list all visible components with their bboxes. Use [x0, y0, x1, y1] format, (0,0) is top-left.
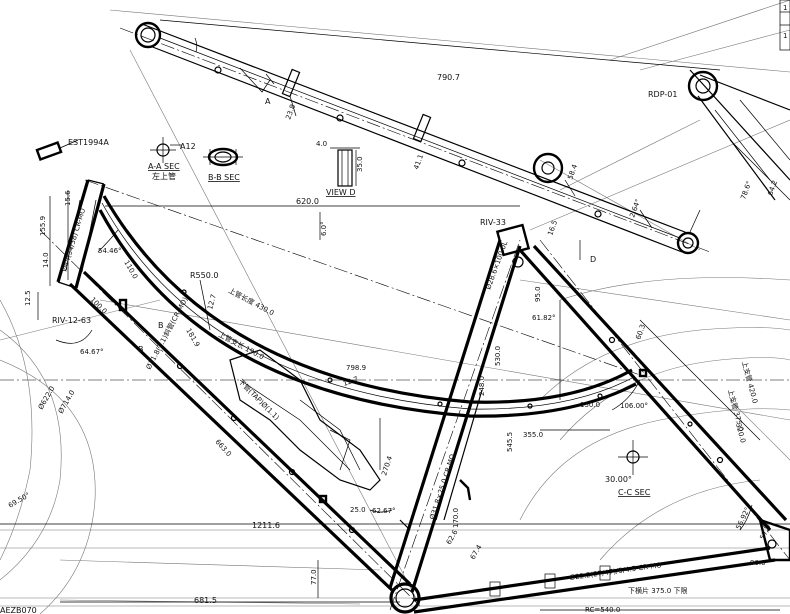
- dim-67-4: 67.4: [469, 543, 484, 561]
- dim-420: 上支管 420.0: [740, 360, 760, 404]
- dim-78-6: 78.6°: [739, 180, 753, 201]
- dim-bottom-frag: AEZB070: [0, 606, 37, 614]
- label-a12: A12: [180, 142, 196, 151]
- dim-355: 355.0: [523, 431, 543, 439]
- dim-62-67: 62.67°: [372, 507, 396, 515]
- dim-170: 170.0: [452, 508, 460, 528]
- dim-12-7: 12.7: [206, 293, 218, 310]
- dim-540: RC=540.0: [585, 606, 620, 614]
- dim-56-92: 56.92°: [735, 506, 752, 531]
- dim-1211-6: 1211.6: [252, 521, 280, 530]
- label-sec-a: A: [265, 97, 271, 106]
- dim-12-5: 12.5: [24, 290, 32, 306]
- dim-12-7b: 12.7: [342, 375, 359, 388]
- dim-106: 106.00°: [620, 402, 648, 410]
- dim-64-2: 64.2: [766, 179, 779, 196]
- main-frame: [56, 179, 790, 614]
- dim-90: 90.0: [750, 559, 766, 567]
- dim-248: 248.0: [478, 376, 486, 396]
- dim-chain-len: 下横片 375.0 下限: [628, 586, 688, 595]
- label-sec-b1: B: [158, 321, 164, 330]
- label-bb-sec: B-B SEC: [208, 173, 240, 182]
- detail-view-d: [330, 147, 360, 187]
- dim-622: Ø622.0: [37, 385, 57, 411]
- dimension-lines: [0, 19, 790, 611]
- wheel-arcs: [0, 277, 790, 614]
- est-tag: [35, 139, 79, 161]
- dim-270-4: 270.4: [380, 455, 394, 477]
- dim-110: 110.0: [122, 259, 139, 280]
- dim-down-tube-label: Ø31.8(1.1)斜管(CR-MO): [144, 295, 190, 371]
- dim-798-9: 798.9: [346, 364, 366, 372]
- dim-681-5: 681.5: [194, 596, 217, 605]
- label-corner-b: 1: [783, 32, 787, 40]
- label-view-d-mark: D: [590, 255, 596, 264]
- dim-663: 663.0: [214, 438, 233, 458]
- label-cc-angle: 30.00°: [605, 475, 632, 484]
- detail-bb: [203, 147, 243, 167]
- dim-58-4: 58.4: [566, 163, 579, 181]
- dim-320: 320.0: [734, 422, 747, 443]
- dim-95: 95.0: [534, 286, 542, 302]
- label-view-d-a: 4.0: [316, 140, 327, 148]
- label-corner-a: 1: [783, 4, 787, 12]
- dim-77: 77.0: [310, 569, 318, 585]
- label-est: EST1994A: [68, 138, 109, 147]
- dim-150: 150.0: [580, 401, 600, 409]
- label-riv33: RIV-33: [480, 218, 506, 227]
- dim-714: Ø714.0: [57, 389, 77, 415]
- dim-61-82: 61.82°: [532, 314, 556, 322]
- dim-545-5: 545.5: [506, 432, 514, 452]
- dim-23-8: 23.8: [284, 103, 297, 120]
- dim-25: 25.0: [350, 506, 366, 514]
- dim-15-6: 15.6: [64, 190, 72, 206]
- label-cc-sec: C-C SEC: [618, 488, 651, 497]
- label-aa-sec: A-A SEC: [148, 162, 180, 171]
- dim-790-7: 790.7: [437, 73, 460, 82]
- label-sec-b2: B: [138, 345, 144, 354]
- dim-620: 620.0: [296, 197, 319, 206]
- dim-69-5: 69.50°: [7, 491, 31, 510]
- label-riv1263: RIV-12-63: [52, 316, 91, 325]
- label-view-d-b: 35.0: [356, 156, 364, 172]
- dim-155: 155.9: [39, 216, 47, 236]
- detail-aa: [150, 137, 182, 163]
- dim-530: 530.0: [494, 346, 502, 366]
- dim-41-1: 41.1: [412, 153, 425, 170]
- dim-181-9: 181.9: [184, 327, 201, 348]
- top-tube-detail: [119, 21, 711, 255]
- label-rdp: RDP-01: [648, 90, 677, 99]
- dim-54-46: 54.46°: [98, 247, 122, 255]
- detail-cc: [618, 440, 648, 475]
- label-view-d: VIEW D: [326, 188, 356, 197]
- dim-6: 6.0°: [320, 221, 328, 236]
- dim-60-3: 60.3: [634, 323, 647, 340]
- head-tube-right-detail: [687, 0, 790, 201]
- dim-64-67: 64.67°: [80, 348, 104, 356]
- label-aa-sub: 左上管: [152, 171, 176, 181]
- dim-top-len: 上管长度 430.0: [227, 286, 276, 318]
- dim-16-5: 16.5: [546, 219, 559, 236]
- dim-62-6: 62.6: [445, 528, 460, 546]
- dim-14: 14.0: [42, 252, 50, 268]
- dim-dt-side: 下管(TAP)Ø(1.1): [237, 377, 282, 422]
- annotations: EST1994A A12 A-A SEC 左上管 B-B SEC 4.0 35.…: [0, 4, 787, 614]
- dim-r550: R550.0: [190, 271, 218, 280]
